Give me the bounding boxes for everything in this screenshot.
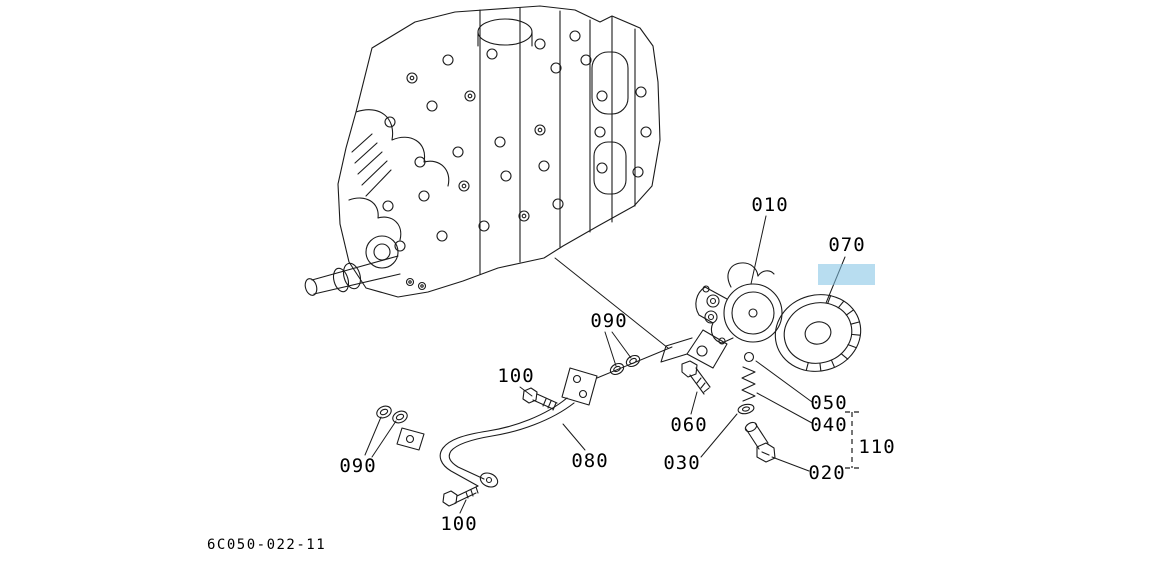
callout-020[interactable]: 020 xyxy=(808,462,846,484)
diagram-code: 6C050-022-11 xyxy=(207,537,327,553)
callout-050[interactable]: 050 xyxy=(810,392,848,414)
callout-090-upper[interactable]: 090 xyxy=(590,310,628,332)
oil-pump-drawing xyxy=(660,262,783,369)
leader-lines xyxy=(364,215,846,514)
callout-090-lower[interactable]: 090 xyxy=(339,455,377,477)
callout-080[interactable]: 080 xyxy=(571,450,609,472)
callout-100-lower[interactable]: 100 xyxy=(440,513,478,535)
selection-highlight xyxy=(818,264,875,285)
callout-060[interactable]: 060 xyxy=(670,414,708,436)
callout-040[interactable]: 040 xyxy=(810,414,848,436)
group-bracket-110 xyxy=(845,411,860,469)
callout-110[interactable]: 110 xyxy=(858,436,896,458)
engine-assembly-drawing xyxy=(304,5,661,298)
callout-070[interactable]: 070 xyxy=(828,234,866,256)
oil-filter-drawing xyxy=(774,294,862,372)
oil-pipe-drawing xyxy=(376,354,641,507)
callout-010[interactable]: 010 xyxy=(751,194,789,216)
callout-100-upper[interactable]: 100 xyxy=(497,365,535,387)
relief-valve-drawing xyxy=(681,351,776,463)
callout-030[interactable]: 030 xyxy=(663,452,701,474)
